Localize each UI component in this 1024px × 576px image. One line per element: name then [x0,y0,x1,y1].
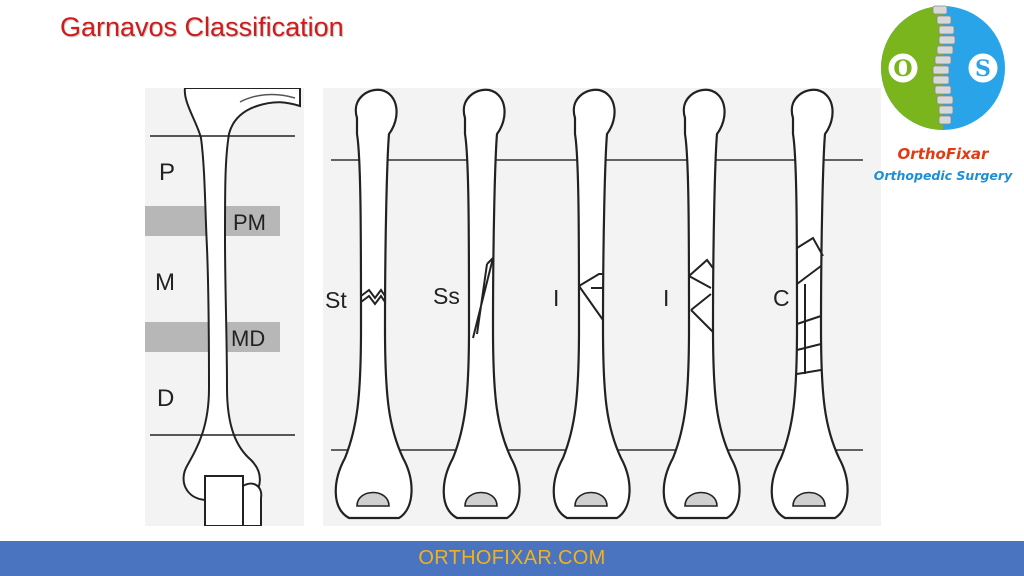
zone-pm-label: PM [233,210,266,235]
bone-ss-condyle [464,491,498,507]
bone-st [334,88,413,520]
humerus-zones-svg: P PM M MD D [145,88,301,526]
fracture-types-svg: St Ss I I C [325,88,863,520]
head-detail-line [239,93,296,103]
zone-m-label: M [155,269,175,296]
footer-bar: ORTHOFIXAR.COM [0,541,1024,576]
zone-p-label: P [159,159,175,186]
distal-stub [204,475,263,526]
bone-c-condyle [792,491,826,507]
fracture-types-diagram: St Ss I I C [323,88,881,526]
bone-st-fracture [360,288,386,306]
orthofixar-logo: O S [881,5,1005,130]
spine-icon [932,5,956,125]
footer-text[interactable]: ORTHOFIXAR.COM [418,547,606,569]
bone-c-outline [770,88,849,520]
type-c-label: C [773,285,790,311]
slide-title: Garnavos Classification [60,12,344,42]
bone-i-2-condyle [684,491,718,507]
bone-i-2-fracture [688,258,714,333]
logo-s-badge [967,52,999,84]
type-i-label-2: I [663,285,669,311]
zone-d-label: D [157,385,174,412]
bone-c [770,88,849,520]
logo-o-letter: O [893,56,912,82]
zones-diagram: P PM M MD D [145,88,304,526]
bone-c-fracture [796,236,824,375]
bone-st-outline [334,88,413,520]
type-st-label: St [325,287,347,313]
bone-st-condyle [356,491,390,507]
bone-ss-fracture [472,257,494,339]
bone-i-1-fracture [578,273,604,321]
bone-i-2 [662,88,741,520]
humerus-outline [182,88,301,501]
bone-i-2-outline [662,88,741,520]
logo-tagline: Orthopedic Surgery [873,168,1013,183]
type-ss-label: Ss [433,283,460,309]
bone-ss [442,88,521,520]
type-i-label-1: I [553,285,559,311]
logo-o-badge [887,52,919,84]
bone-i-1-condyle [574,491,608,507]
zone-md-label: MD [231,326,265,351]
logo-s-letter: S [975,56,991,82]
logo-name: OrthoFixar [897,145,989,163]
bone-i-1 [552,88,631,520]
